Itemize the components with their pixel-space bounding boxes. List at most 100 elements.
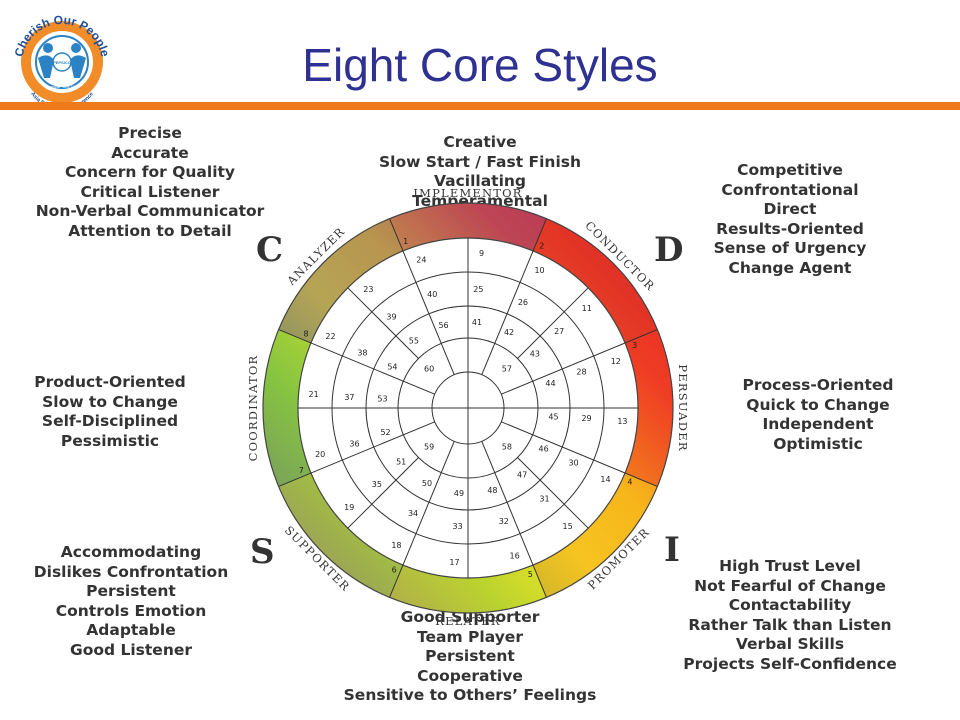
- wheel-number: 30: [568, 458, 578, 467]
- wheel-number: 11: [582, 304, 592, 313]
- wheel-number: 18: [391, 541, 401, 550]
- major-spoke: [278, 329, 435, 395]
- wheel-number: 12: [611, 357, 621, 366]
- page-title: Eight Core Styles: [302, 39, 658, 91]
- major-spoke: [481, 218, 547, 375]
- title-divider: [0, 102, 960, 110]
- wheel-number: 45: [548, 412, 558, 421]
- wheel-number: 39: [386, 312, 396, 321]
- trait-line: Controls Emotion: [55, 601, 207, 620]
- trait-line: Independent: [762, 415, 874, 433]
- trait-line: Self-Disciplined: [41, 412, 179, 430]
- major-spoke: [481, 441, 547, 598]
- wheel-number: 5: [528, 570, 533, 579]
- wheel-number: 59: [424, 442, 434, 451]
- major-spoke: [501, 421, 658, 487]
- ring-gradient: [263, 203, 673, 613]
- trait-line: Good Listener: [69, 640, 193, 659]
- letter-d: D: [654, 230, 684, 270]
- wheel-number: 52: [380, 428, 390, 437]
- trait-line: Precise: [118, 124, 182, 142]
- wheel-number: 27: [554, 327, 564, 336]
- ring-outline-outer: [262, 202, 674, 614]
- wheel-number: 29: [581, 414, 591, 423]
- wheel-number: 49: [454, 489, 464, 498]
- wheel-grid: [278, 218, 658, 598]
- wheel-number: 58: [502, 442, 512, 451]
- trait-line: Slow Start / Fast Finish: [378, 152, 582, 171]
- wheel-number: 16: [510, 551, 520, 560]
- wheel-number: 3: [632, 341, 637, 350]
- people-icon: [38, 43, 86, 78]
- wheel-number: 17: [449, 558, 459, 567]
- trait-line: Results-Oriented: [716, 219, 864, 238]
- trait-line: Product-Oriented: [34, 373, 186, 391]
- trait-line: Persistent: [86, 582, 176, 600]
- trait-line: Accurate: [111, 143, 189, 162]
- trait-line: Slow to Change: [42, 392, 178, 411]
- minor-spoke: [517, 287, 589, 359]
- trait-line: Vacillating: [433, 172, 527, 190]
- wheel-number: 34: [408, 509, 418, 518]
- letter-i: I: [664, 530, 680, 570]
- wheel-number: 33: [453, 522, 463, 531]
- wheel-number: 40: [427, 290, 437, 299]
- logo-badge-text: PEPSICO: [53, 60, 71, 65]
- minor-spoke: [517, 457, 589, 529]
- wheel-number: 35: [372, 480, 382, 489]
- wheel-number: 57: [502, 365, 512, 374]
- trait-line: Competitive: [737, 161, 843, 179]
- wheel-number: 60: [424, 365, 434, 374]
- trait-line: Rather Talk than Listen: [688, 615, 892, 634]
- trait-line: Not Fearful of Change: [694, 576, 886, 595]
- trait-line: Confrontational: [721, 180, 859, 199]
- trait-line: Concern for Quality: [64, 163, 236, 181]
- wheel-number: 48: [487, 486, 497, 495]
- trait-line: Sensitive to Others’ Feelings: [343, 686, 597, 704]
- wheel-number: 37: [344, 393, 354, 402]
- wheel-number: 7: [299, 466, 304, 475]
- wheel-number: 46: [538, 445, 548, 454]
- trait-line: Creative: [443, 133, 517, 151]
- trait-line: Critical Listener: [80, 182, 220, 201]
- trait-line: Non-Verbal Communicator: [35, 202, 265, 220]
- trait-line: Quick to Change: [746, 395, 890, 414]
- trait-line: Persistent: [425, 647, 515, 665]
- wheel-number: 15: [563, 522, 573, 531]
- wheel-number: 6: [392, 565, 397, 574]
- trait-line: Sense of Urgency: [713, 239, 867, 257]
- trait-line: Change Agent: [728, 258, 852, 277]
- trait-line: High Trust Level: [719, 557, 861, 575]
- logo-tag-text: Shanghai · June 2007: [46, 85, 77, 89]
- trait-line: Dislikes Confrontation: [33, 562, 229, 581]
- style-label: PERSUADER: [676, 364, 690, 451]
- trait-line: Pessimistic: [60, 431, 160, 450]
- wheel-number: 1: [403, 237, 408, 246]
- trait-line: Adaptable: [86, 621, 176, 639]
- wheel-number: 51: [396, 458, 406, 467]
- wheel-numbers: 1234567891011121314151617181920212223242…: [299, 237, 638, 579]
- wheel-number: 47: [517, 470, 527, 479]
- trait-line: Attention to Detail: [68, 221, 232, 240]
- wheel-number: 44: [545, 379, 555, 388]
- conference-logo: PEPSICO Cherish Our People Asia Region H…: [12, 13, 113, 110]
- major-spoke: [501, 329, 658, 395]
- style-label: RELATER: [435, 614, 501, 628]
- wheel-number: 24: [416, 256, 426, 265]
- letter-s: S: [250, 532, 275, 572]
- trait-line: Accommodating: [60, 543, 202, 561]
- minor-spoke: [347, 287, 419, 359]
- wheel-number: 19: [344, 503, 354, 512]
- trait-line: Projects Self-Confidence: [683, 654, 897, 673]
- wheel-number: 42: [504, 328, 514, 337]
- minor-spoke: [347, 457, 419, 529]
- wheel-number: 55: [409, 337, 419, 346]
- wheel-number: 36: [349, 439, 359, 448]
- wheel-number: 43: [530, 349, 540, 358]
